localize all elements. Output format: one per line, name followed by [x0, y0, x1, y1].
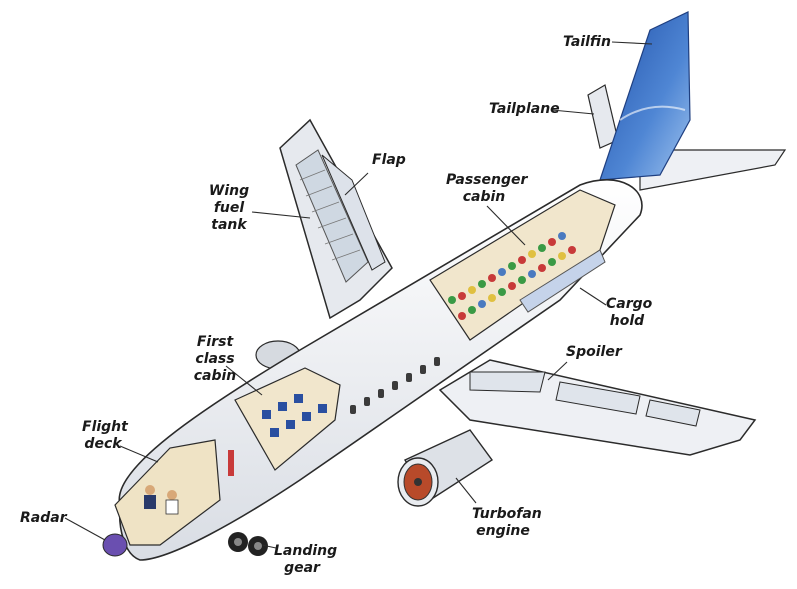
leader-lines	[64, 41, 653, 549]
label-tailfin: Tailfin	[563, 34, 611, 50]
label-radar: Radar	[20, 510, 67, 526]
label-tailplane: Tailplane	[489, 101, 560, 117]
label-landing-gear: Landing gear	[274, 543, 338, 576]
tailfin	[599, 11, 691, 181]
label-flap: Flap	[372, 152, 406, 168]
left-wing	[279, 118, 393, 320]
label-passenger-cabin: Passenger cabin	[446, 172, 528, 205]
label-first-class-cabin: First class cabin	[193, 334, 237, 384]
label-flight-deck: Flight deck	[82, 419, 128, 452]
label-cargo-hold: Cargo hold	[606, 296, 653, 329]
label-turbofan-engine: Turbofan engine	[472, 506, 542, 539]
label-wing-fuel-tank: Wing fuel tank	[208, 183, 250, 233]
turbofan-engine	[397, 429, 494, 507]
flap	[321, 154, 386, 271]
label-spoiler: Spoiler	[566, 344, 622, 360]
radar	[102, 533, 128, 557]
landing-gear	[228, 532, 268, 556]
spoiler	[555, 381, 641, 415]
cargo-hold	[519, 249, 606, 313]
first-class-cabin	[228, 367, 341, 476]
wing-fuel-tank	[299, 169, 361, 261]
windows	[350, 357, 440, 414]
flight-deck	[114, 439, 221, 546]
passenger-cabin	[429, 189, 616, 341]
